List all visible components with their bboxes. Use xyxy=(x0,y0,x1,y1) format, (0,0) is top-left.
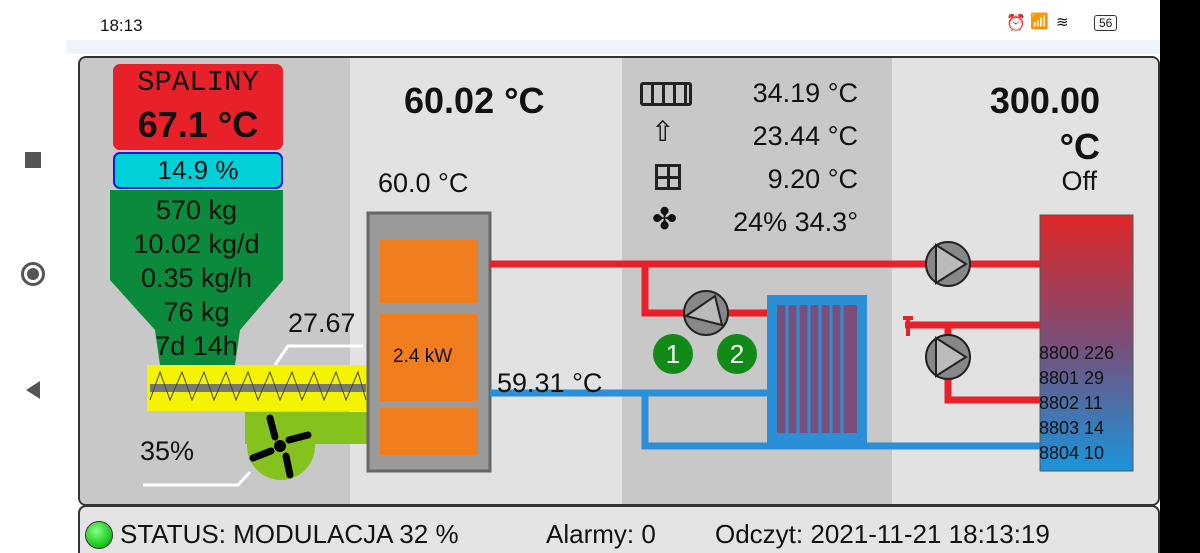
radiator-icon xyxy=(640,82,692,106)
circuit-values: 34.19 °C 23.44 °C 9.20 °C 24% 34.3° xyxy=(700,72,858,244)
status-footer: STATUS: MODULACJA 32 % Alarmy: 0 Odczyt:… xyxy=(78,505,1160,553)
boiler-setpoint: 60.0 °C xyxy=(378,168,469,198)
pump1-badge xyxy=(653,334,693,374)
alarms-text[interactable]: Alarmy: 0 xyxy=(546,519,656,549)
tank-reading: 8804 10 xyxy=(1039,443,1105,463)
auger-screw xyxy=(149,370,367,402)
flue-label: SPALINY xyxy=(137,66,259,99)
house-icon: ⇧ xyxy=(651,116,675,147)
feeder-value: 27.67 xyxy=(288,308,356,338)
status-text: STATUS: MODULACJA 32 % xyxy=(120,519,459,549)
flue-gas-box xyxy=(113,64,283,150)
dhw-tank xyxy=(1039,214,1134,472)
phone-status-bar: 18:13 ⏰ 📶 ≋ 56 xyxy=(66,0,1160,40)
room-temp: 23.44 °C xyxy=(752,121,858,151)
boiler-chamber-bottom xyxy=(380,408,478,455)
screen-edge xyxy=(1160,0,1200,553)
fan-value: 35% xyxy=(140,436,195,466)
fuel-hopper xyxy=(110,190,283,365)
oxygen-value: 14.9 % xyxy=(157,155,239,185)
status-led-icon xyxy=(85,521,113,549)
fan-indicator-line xyxy=(143,470,252,487)
tank-return-pipe xyxy=(641,393,1040,450)
signal-icon: 📶 xyxy=(1030,13,1049,30)
back-button[interactable] xyxy=(26,381,40,399)
circulation-pump xyxy=(925,334,971,380)
dhw-temp: 300.00 xyxy=(989,80,1100,121)
wifi-icon: ≋ xyxy=(1056,14,1069,31)
hopper-stats: 570 kg 10.02 kg/d 0.35 kg/h 76 kg 7d 14h xyxy=(110,193,283,363)
tank-reading: 8801 29 xyxy=(1039,368,1105,388)
home-button[interactable] xyxy=(21,262,45,286)
tank-readings: 8800 226 8801 29 8802 11 8803 14 8804 10 xyxy=(1039,341,1114,466)
oxygen-box xyxy=(113,152,283,189)
dhw-state: Off xyxy=(1061,166,1097,196)
hopper-daily: 10.02 kg/d xyxy=(133,229,260,259)
tank-reading: 8800 226 xyxy=(1039,343,1115,363)
fan-blades-icon xyxy=(249,414,312,479)
hopper-time-left: 7d 14h xyxy=(155,331,238,361)
feeder-indicator-line xyxy=(273,344,363,366)
boiler-temp: 60.02 °C xyxy=(404,80,545,121)
boiler-chamber-top xyxy=(380,240,478,303)
window-icon xyxy=(655,164,681,190)
background-strip xyxy=(66,40,1160,54)
pump1-label: 1 xyxy=(665,339,681,369)
clock: 18:13 xyxy=(100,16,143,35)
dhw-temp-unit: °C xyxy=(1059,126,1100,167)
return-temp: 59.31 °C xyxy=(497,368,603,398)
pump2-label: 2 xyxy=(729,339,745,369)
tank-reading: 8802 11 xyxy=(1039,393,1103,413)
hopper-hourly: 0.35 kg/h xyxy=(140,263,253,293)
mixer-status: 24% 34.3° xyxy=(733,207,858,237)
android-nav-bar xyxy=(0,0,66,553)
boiler-power: 2.4 kW xyxy=(393,346,453,367)
alarm-icon: ⏰ xyxy=(1006,15,1026,32)
hopper-remaining: 76 kg xyxy=(163,297,230,327)
faucet-icon xyxy=(903,316,913,336)
reading-time: Odczyt: 2021-11-21 18:13:19 xyxy=(715,519,1050,549)
mixer-pump xyxy=(683,290,729,336)
dhw-pump xyxy=(925,241,971,287)
battery-icon: 56 xyxy=(1094,15,1118,31)
outside-temp: 9.20 °C xyxy=(767,164,858,194)
pump2-badge xyxy=(717,334,757,374)
boiler-chamber-mid xyxy=(380,314,478,401)
fan-icon: ✤ xyxy=(652,203,678,236)
tank-reading: 8803 14 xyxy=(1039,418,1105,438)
radiator-temp: 34.19 °C xyxy=(752,78,858,108)
flue-temp: 67.1 °C xyxy=(137,104,259,145)
recents-button[interactable] xyxy=(25,152,41,168)
hopper-stock: 570 kg xyxy=(155,195,238,225)
